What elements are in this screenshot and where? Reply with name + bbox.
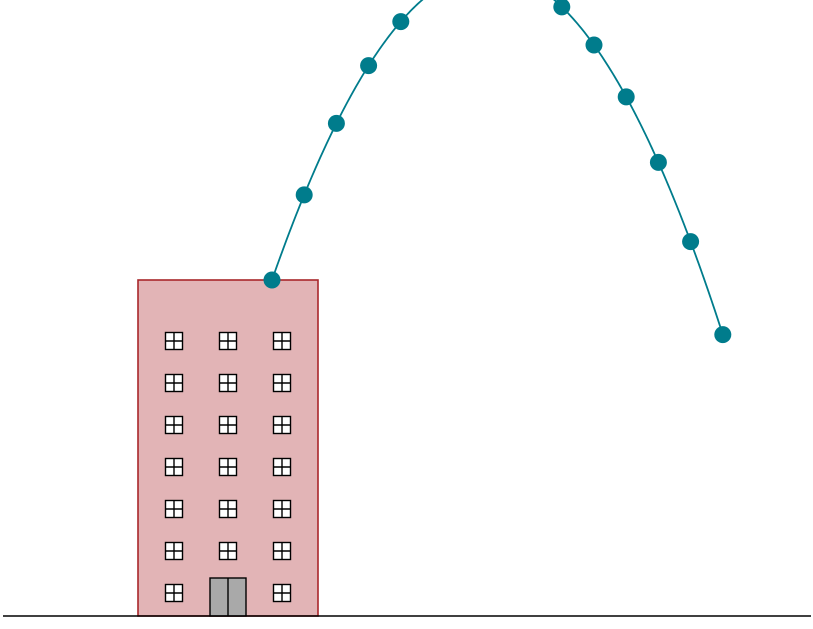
window bbox=[218, 541, 238, 561]
trajectory-marker bbox=[617, 88, 635, 106]
trajectory-marker bbox=[327, 114, 345, 132]
door bbox=[209, 577, 247, 617]
building bbox=[137, 279, 319, 617]
trajectory-marker bbox=[649, 153, 667, 171]
window bbox=[164, 415, 184, 435]
window bbox=[272, 457, 292, 477]
window bbox=[164, 373, 184, 393]
window bbox=[164, 331, 184, 351]
trajectory-marker bbox=[360, 57, 378, 75]
trajectory-marker bbox=[585, 36, 603, 54]
trajectory-marker bbox=[263, 271, 281, 289]
window bbox=[218, 373, 238, 393]
window bbox=[272, 331, 292, 351]
window bbox=[164, 583, 184, 603]
trajectory bbox=[263, 0, 732, 344]
window bbox=[164, 457, 184, 477]
building-body bbox=[137, 279, 319, 617]
trajectory-marker bbox=[553, 0, 571, 16]
window bbox=[218, 331, 238, 351]
window bbox=[218, 457, 238, 477]
trajectory-marker bbox=[682, 233, 700, 251]
window bbox=[272, 541, 292, 561]
window bbox=[272, 373, 292, 393]
trajectory-marker bbox=[295, 186, 313, 204]
trajectory-marker bbox=[714, 326, 732, 344]
window bbox=[272, 415, 292, 435]
window bbox=[164, 541, 184, 561]
window bbox=[218, 415, 238, 435]
trajectory-curve bbox=[271, 0, 724, 335]
window bbox=[164, 499, 184, 519]
window bbox=[272, 583, 292, 603]
window bbox=[218, 499, 238, 519]
trajectory-marker bbox=[392, 13, 410, 31]
window bbox=[272, 499, 292, 519]
